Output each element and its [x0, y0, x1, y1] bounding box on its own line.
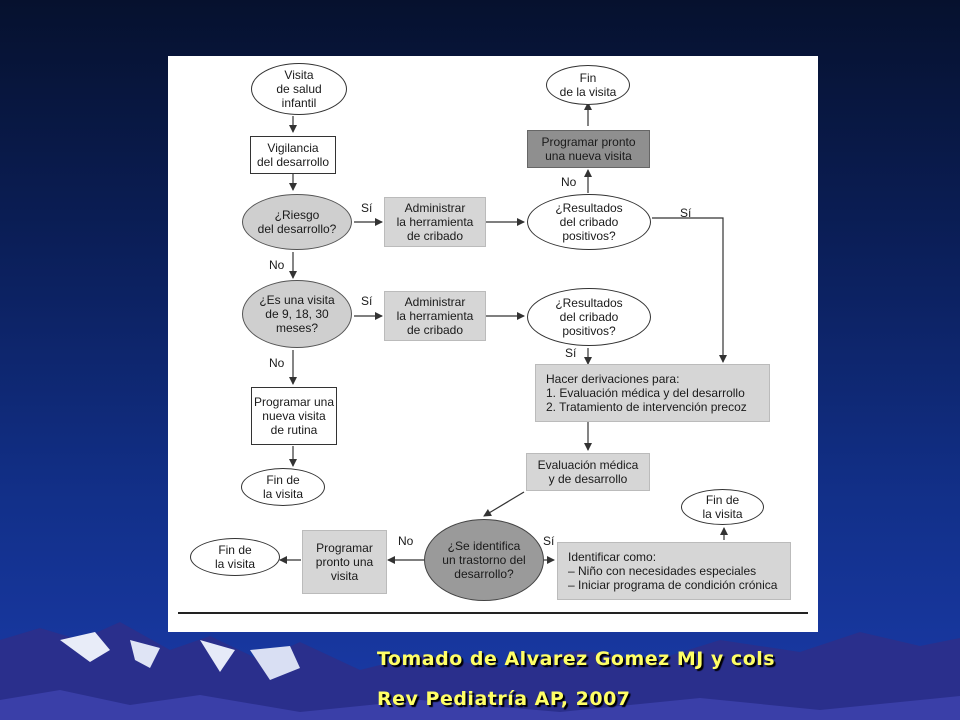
identificar-como-node: Identificar como: – Niño con necesidades… [557, 542, 791, 600]
flowchart-panel: Visita de salud infantil Vigilancia del … [168, 56, 818, 632]
label-si-resultados-2: Sí [565, 346, 577, 360]
fin-visita-node-bottom-left: Fin de la visita [190, 538, 280, 576]
fin-visita-node-top: Fin de la visita [546, 65, 630, 105]
programar-visita-rutina-node: Programar una nueva visita de rutina [251, 387, 337, 445]
resultados-cribado-decision-1: ¿Resultados del cribado positivos? [527, 194, 651, 250]
vigilancia-desarrollo-node: Vigilancia del desarrollo [250, 136, 336, 174]
administrar-cribado-node-2: Administrar la herramienta de cribado [384, 291, 486, 341]
label-no-visita-meses: No [269, 356, 285, 370]
flowchart-connectors [178, 102, 808, 614]
label-si-visita-meses: Sí [361, 294, 373, 308]
label-no-resultados-1: No [561, 175, 577, 189]
fin-visita-node-bottom-right: Fin de la visita [681, 489, 764, 525]
resultados-cribado-decision-2: ¿Resultados del cribado positivos? [527, 288, 651, 346]
programar-pronto-node-top: Programar pronto una nueva visita [527, 130, 650, 168]
programar-pronto-visita-node: Programar pronto una visita [302, 530, 387, 594]
label-no-trastorno: No [398, 534, 414, 548]
label-si-resultados-1: Sí [680, 206, 692, 220]
trastorno-desarrollo-decision: ¿Se identifica un trastorno del desarrol… [424, 519, 544, 601]
hacer-derivaciones-node: Hacer derivaciones para: 1. Evaluación m… [535, 364, 770, 422]
administrar-cribado-node-1: Administrar la herramienta de cribado [384, 197, 486, 247]
citation-line-2: Rev Pediatría AP, 2007 [377, 688, 631, 710]
evaluacion-medica-node: Evaluación médica y de desarrollo [526, 453, 650, 491]
visita-salud-infantil-node: Visita de salud infantil [251, 63, 347, 115]
visita-meses-decision: ¿Es una visita de 9, 18, 30 meses? [242, 280, 352, 348]
riesgo-desarrollo-decision: ¿Riesgo del desarrollo? [242, 194, 352, 250]
citation-line-1: Tomado de Alvarez Gomez MJ y cols [377, 648, 776, 670]
label-si-trastorno: Sí [543, 534, 555, 548]
label-no-riesgo: No [269, 258, 285, 272]
label-si-riesgo: Sí [361, 201, 373, 215]
fin-visita-node-left-middle: Fin de la visita [241, 468, 325, 506]
